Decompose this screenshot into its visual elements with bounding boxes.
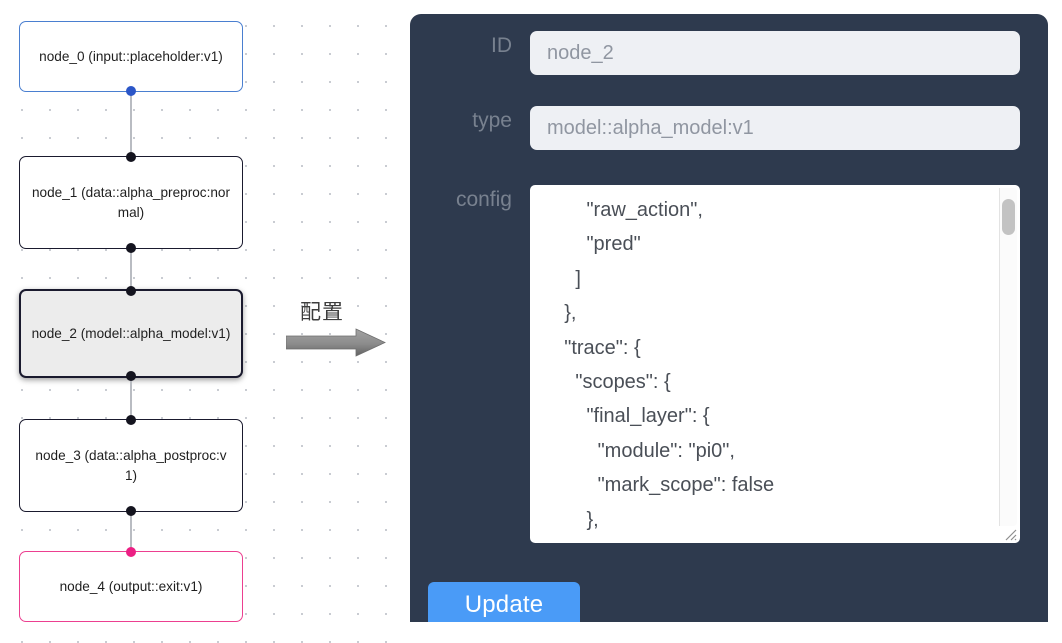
annotation-arrow-group: 配置 — [286, 296, 394, 360]
config-textarea[interactable]: "raw_action", "pred" ] }, "trace": { "sc… — [530, 185, 1020, 543]
graph-node-node_0[interactable]: node_0 (input::placeholder:v1) — [19, 21, 243, 96]
edge-node1-node2 — [130, 249, 132, 289]
graph-node-label: node_3 (data::alpha_postproc:v1) — [35, 447, 227, 483]
type-input[interactable] — [530, 106, 1020, 150]
right-arrow-icon — [286, 328, 386, 357]
annotation-label: 配置 — [300, 300, 344, 324]
edge-node0-node1 — [130, 92, 132, 156]
config-textarea-wrap: "raw_action", "pred" ] }, "trace": { "sc… — [530, 185, 1020, 543]
node-handle-target[interactable] — [126, 547, 136, 557]
id-input[interactable] — [530, 31, 1020, 75]
node-handle-source[interactable] — [126, 86, 136, 96]
node-handle-target[interactable] — [126, 286, 136, 296]
edge-node2-node3 — [130, 378, 132, 419]
flow-canvas[interactable]: node_0 (input::placeholder:v1) node_1 (d… — [0, 0, 400, 643]
graph-node-node_1[interactable]: node_1 (data::alpha_preproc:normal) — [19, 152, 243, 253]
config-scrollbar-track[interactable] — [999, 188, 1017, 526]
graph-node-label: node_1 (data::alpha_preproc:normal) — [31, 184, 230, 220]
node-handle-target[interactable] — [126, 152, 136, 162]
node-handle-source[interactable] — [126, 243, 136, 253]
edge-node3-node4 — [130, 512, 132, 551]
node-handle-target[interactable] — [126, 415, 136, 425]
graph-node-label: node_0 (input::placeholder:v1) — [39, 48, 223, 64]
node-handle-source[interactable] — [126, 371, 136, 381]
graph-node-label: node_4 (output::exit:v1) — [59, 578, 203, 594]
config-field-label: config — [455, 188, 512, 211]
resize-grip-icon[interactable] — [1002, 526, 1018, 542]
config-scrollbar-thumb[interactable] — [1002, 199, 1015, 235]
field-row-id: ID — [424, 31, 1020, 75]
graph-node-node_4[interactable]: node_4 (output::exit:v1) — [19, 547, 243, 622]
node-config-panel: ID type config "raw_action", "pred" ] },… — [410, 14, 1048, 622]
id-field-label: ID — [491, 34, 512, 57]
graph-node-node_3[interactable]: node_3 (data::alpha_postproc:v1) — [19, 415, 243, 516]
type-field-label: type — [472, 109, 512, 132]
update-button[interactable]: Update — [428, 582, 580, 622]
field-row-config: config "raw_action", "pred" ] }, "trace"… — [424, 185, 1020, 543]
graph-node-label: node_2 (model::alpha_model:v1) — [31, 325, 231, 341]
graph-node-node_2[interactable]: node_2 (model::alpha_model:v1) — [19, 286, 243, 381]
field-row-type: type — [424, 106, 1020, 150]
node-handle-source[interactable] — [126, 506, 136, 516]
